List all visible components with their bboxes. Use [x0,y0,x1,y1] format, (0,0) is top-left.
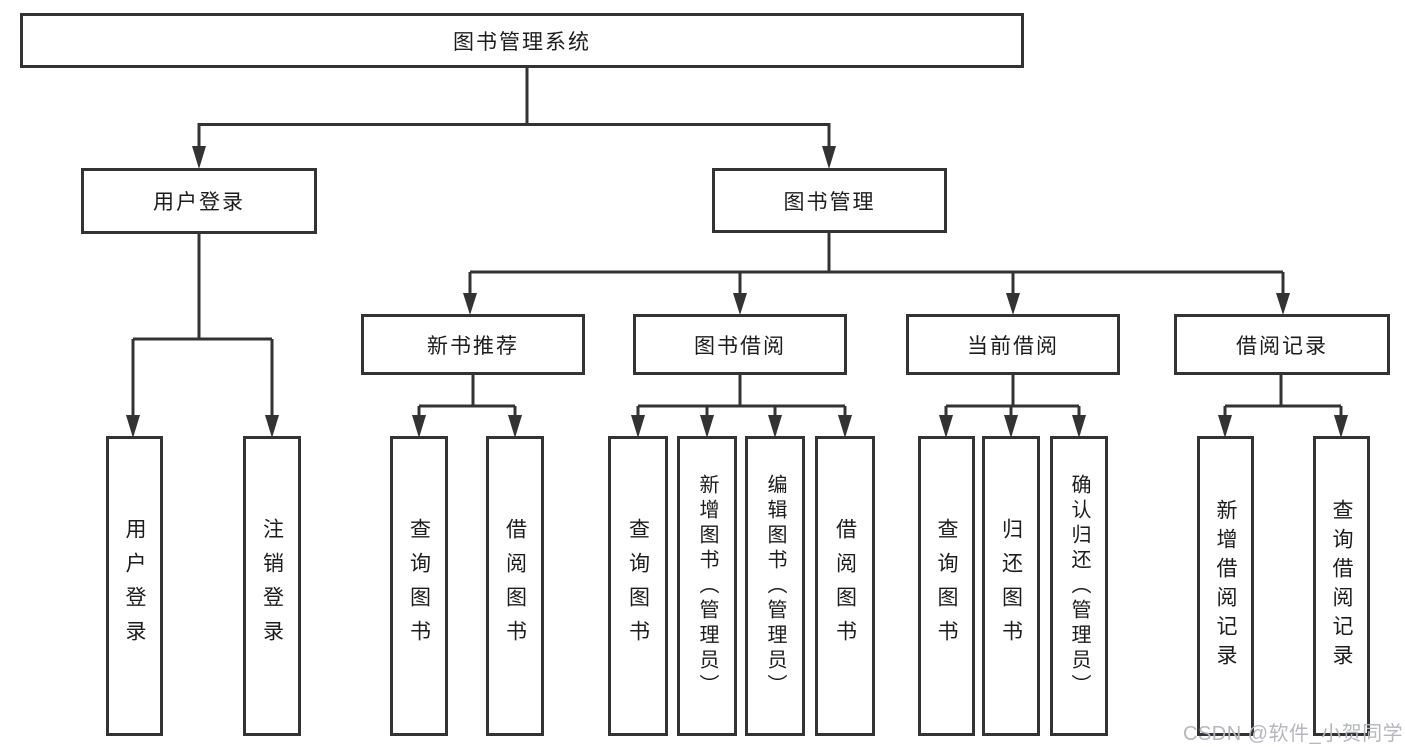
leaf-records-query-record: 查询借阅记录 [1313,436,1370,736]
leaf-borrow-borrow-books-label: 借阅图书 [833,518,857,654]
leaf-current-return-books-label: 归还图书 [999,518,1023,654]
node-user-login-branch-label: 用户登录 [153,191,245,214]
node-current-borrow-label: 当前借阅 [967,334,1059,358]
leaf-borrow-query-books-label: 查询图书 [626,518,650,654]
node-book-borrow: 图书借阅 [633,314,847,375]
node-root-system: 图书管理系统 [20,13,1024,68]
node-current-borrow: 当前借阅 [906,314,1120,375]
node-new-book-recommend-label: 新书推荐 [427,334,519,358]
leaf-borrow-edit-books-admin: 编辑图书（管理员） [745,436,805,736]
csdn-watermark: CSDN @软件_小贺同学 [1183,723,1404,745]
leaf-current-confirm-return-admin-label: 确认归还（管理员） [1068,473,1090,699]
leaf-user-login-label: 用户登录 [123,518,146,654]
node-borrow-records-label: 借阅记录 [1236,334,1328,358]
leaf-current-return-books: 归还图书 [982,436,1040,736]
leaf-borrow-add-books-admin-label: 新增图书（管理员） [696,473,718,699]
node-root-label: 图书管理系统 [453,30,591,54]
leaf-current-query-books: 查询图书 [918,436,975,736]
node-book-management-branch-label: 图书管理 [783,190,876,214]
leaf-borrow-query-books: 查询图书 [608,436,668,736]
leaf-user-login: 用户登录 [106,436,163,736]
node-borrow-records: 借阅记录 [1174,314,1390,375]
leaf-borrow-add-books-admin: 新增图书（管理员） [677,436,737,736]
leaf-records-query-record-label: 查询借阅记录 [1330,499,1353,673]
node-user-login-branch: 用户登录 [81,168,317,234]
leaf-recommend-query-books-label: 查询图书 [407,518,431,654]
leaf-logout: 注销登录 [243,436,301,736]
leaf-recommend-borrow-books: 借阅图书 [486,436,544,736]
leaf-records-add-record: 新增借阅记录 [1197,436,1254,736]
node-book-management-branch: 图书管理 [712,168,947,233]
leaf-current-confirm-return-admin: 确认归还（管理员） [1050,436,1108,736]
leaf-recommend-borrow-books-label: 借阅图书 [503,518,527,654]
leaf-current-query-books-label: 查询图书 [935,518,958,654]
leaf-borrow-edit-books-admin-label: 编辑图书（管理员） [764,473,786,699]
leaf-recommend-query-books: 查询图书 [390,436,448,736]
node-book-borrow-label: 图书借阅 [694,334,786,358]
leaf-logout-label: 注销登录 [260,518,284,654]
leaf-borrow-borrow-books: 借阅图书 [815,436,875,736]
leaf-records-add-record-label: 新增借阅记录 [1214,499,1237,673]
node-new-book-recommend: 新书推荐 [361,314,585,375]
